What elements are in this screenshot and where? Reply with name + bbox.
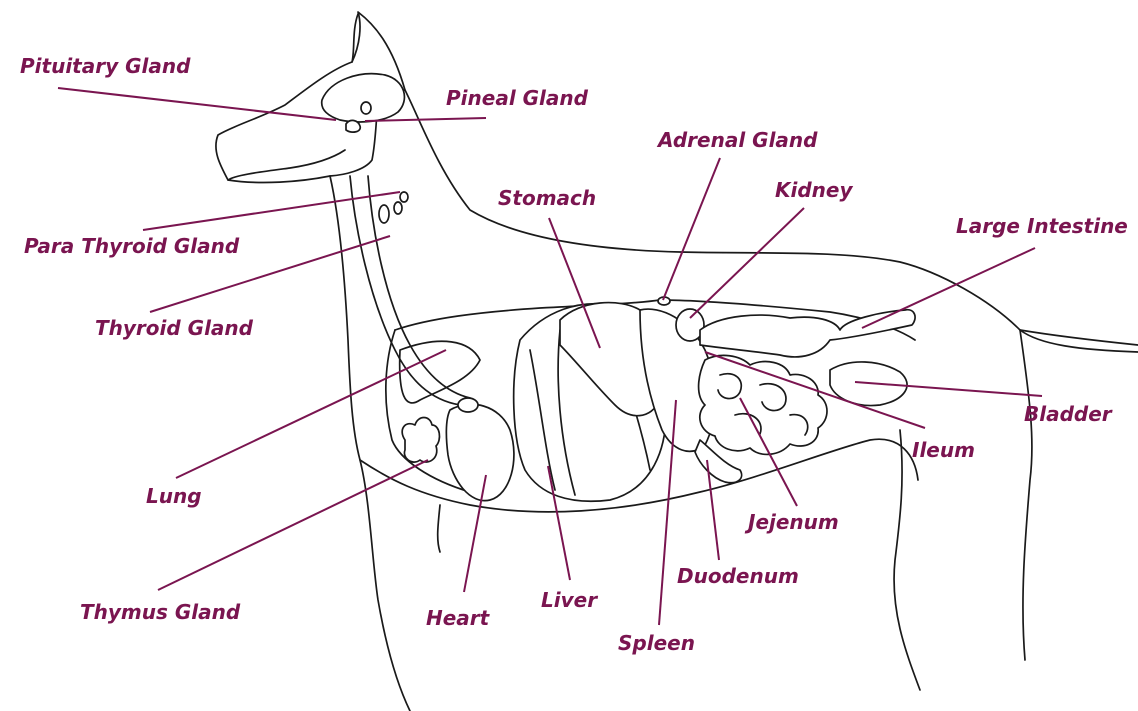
leader-pituitary — [58, 88, 336, 120]
label-liver: Liver — [541, 590, 597, 610]
para-thyroid-gland-shape-2 — [400, 192, 408, 202]
heart-top-shape — [458, 398, 478, 412]
label-duodenum: Duodenum — [677, 566, 799, 586]
label-stomach: Stomach — [498, 188, 596, 208]
hind-leg-outline — [1020, 330, 1032, 660]
brain-region — [322, 74, 405, 132]
leader-thymus — [158, 460, 428, 590]
label-bladder: Bladder — [1024, 404, 1112, 424]
label-pituitary-gland: Pituitary Gland — [20, 56, 190, 76]
neck-front-outline — [330, 176, 410, 711]
label-pineal-gland: Pineal Gland — [446, 88, 588, 108]
leader-kidney — [690, 208, 804, 318]
label-para-thyroid-gland: Para Thyroid Gland — [24, 236, 239, 256]
pineal-gland-shape — [361, 102, 371, 114]
para-thyroid-gland-shape — [394, 202, 402, 214]
label-jejenum: Jejenum — [748, 512, 839, 532]
thyroid-gland-shape — [379, 205, 389, 223]
label-kidney: Kidney — [775, 180, 853, 200]
label-heart: Heart — [426, 608, 489, 628]
label-spleen: Spleen — [618, 633, 695, 653]
thyroid-glands — [379, 192, 408, 223]
label-thymus-gland: Thymus Gland — [80, 602, 240, 622]
heart-shape — [446, 404, 514, 500]
leader-para-thyroid — [143, 192, 400, 230]
face-outline — [228, 150, 345, 180]
brain-shape — [322, 74, 405, 122]
label-thyroid-gland: Thyroid Gland — [95, 318, 253, 338]
head-back-outline — [216, 14, 1138, 352]
leader-adrenal — [663, 158, 720, 300]
trachea-left-line — [350, 176, 460, 405]
pituitary-gland-shape — [346, 120, 360, 132]
large-intestine-shape — [700, 310, 915, 357]
label-lung: Lung — [146, 486, 202, 506]
trachea — [350, 176, 470, 405]
front-leg-outline — [438, 505, 440, 552]
label-adrenal-gland: Adrenal Gland — [658, 130, 817, 150]
label-large-intestine: Large Intestine — [956, 216, 1128, 236]
label-ileum: Ileum — [912, 440, 975, 460]
lung-shape — [400, 341, 480, 403]
tail-outline — [1020, 330, 1138, 345]
thymus-gland-shape — [402, 418, 439, 463]
